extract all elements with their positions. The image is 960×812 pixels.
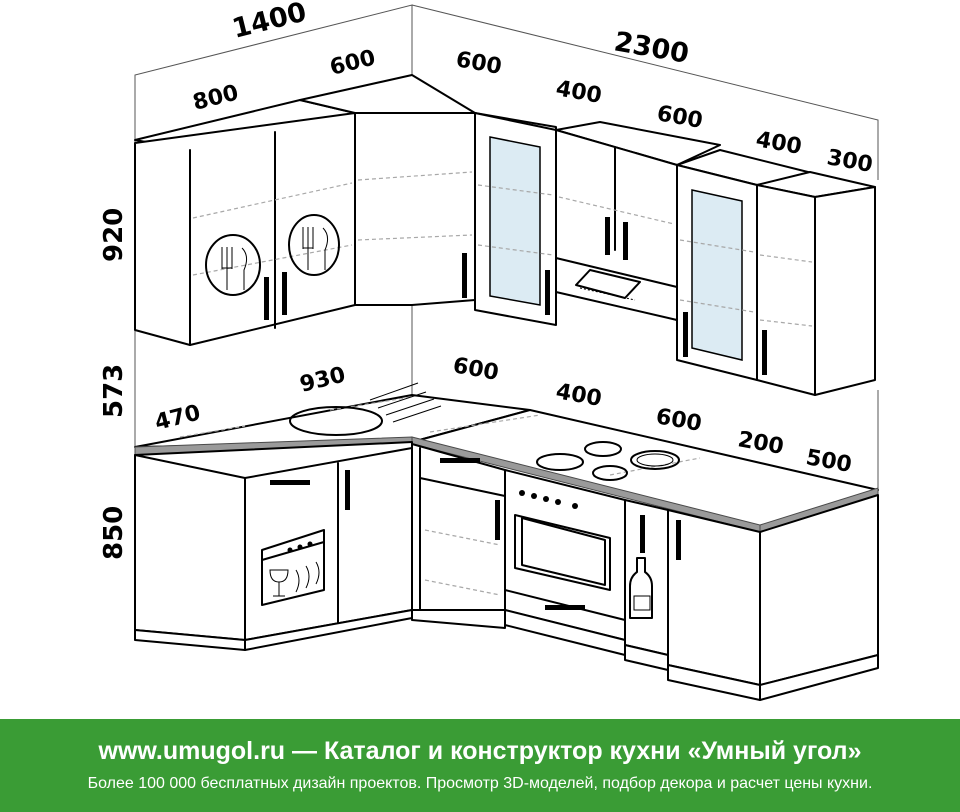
kitchen-drawing: 1400 2300 800 600 600 400 600 400 300 92…: [99, 0, 879, 701]
upper-corner-cabinet: [354, 112, 476, 306]
handle: [623, 222, 628, 260]
countertop: [134, 394, 879, 533]
dim-upper-hood-cabinet: 600: [655, 101, 705, 134]
dim-right-wall-total: 2300: [612, 26, 691, 70]
upper-left-cabinet: [134, 112, 356, 346]
dim-base-drawer: 400: [554, 379, 604, 412]
dim-upper-glass-cabinet: 400: [554, 76, 604, 109]
dim-base-end: 500: [804, 445, 854, 478]
footer-banner: www.umugol.ru — Каталог и конструктор ку…: [0, 719, 960, 812]
handle: [762, 330, 767, 375]
handle: [462, 253, 467, 298]
handle: [495, 500, 500, 540]
banner-title: www.umugol.ru — Каталог и конструктор ку…: [98, 737, 862, 765]
dishwasher-icon: [261, 529, 325, 606]
handle: [545, 605, 585, 610]
dim-base-corner-right: 600: [451, 353, 501, 386]
dim-upper-end-cabinet: 300: [825, 145, 875, 178]
handle: [605, 217, 610, 255]
base-cabinets: [134, 441, 879, 701]
dim-upper-corner-left: 600: [327, 45, 378, 80]
dim-upper-height: 920: [99, 208, 129, 262]
fork-knife-icon: [205, 214, 340, 296]
handle: [640, 515, 645, 553]
handle: [683, 312, 688, 357]
handle: [440, 458, 480, 463]
dim-base-oven: 600: [654, 404, 704, 437]
cooktop-icon: [536, 441, 680, 481]
upper-cabinets: [134, 74, 876, 396]
dim-base-height: 850: [99, 506, 129, 560]
dim-backsplash-height: 573: [99, 364, 129, 418]
sink-icon: [289, 382, 442, 436]
oven-icon: [514, 490, 611, 610]
dim-upper-glass-cabinet-2: 400: [754, 127, 804, 160]
handle: [545, 270, 550, 315]
dim-upper-corner-right: 600: [454, 47, 504, 80]
dim-base-left-sink: 930: [297, 362, 348, 397]
dim-base-bottle: 200: [736, 427, 786, 460]
handle: [676, 520, 681, 560]
dim-upper-left-cabinet: 800: [190, 80, 241, 115]
handle: [282, 272, 287, 315]
handle: [270, 480, 310, 485]
handle: [345, 470, 350, 510]
base-end-cabinet: [667, 509, 761, 686]
dim-base-left-end: 470: [152, 400, 203, 435]
banner-subtitle: Более 100 000 бесплатных дизайн проектов…: [87, 775, 873, 792]
bottle-icon: [629, 557, 653, 619]
base-left-cabinet: [134, 441, 413, 641]
handle: [264, 277, 269, 320]
dim-left-wall-total: 1400: [229, 0, 309, 45]
base-corner-cabinet: [411, 443, 506, 611]
